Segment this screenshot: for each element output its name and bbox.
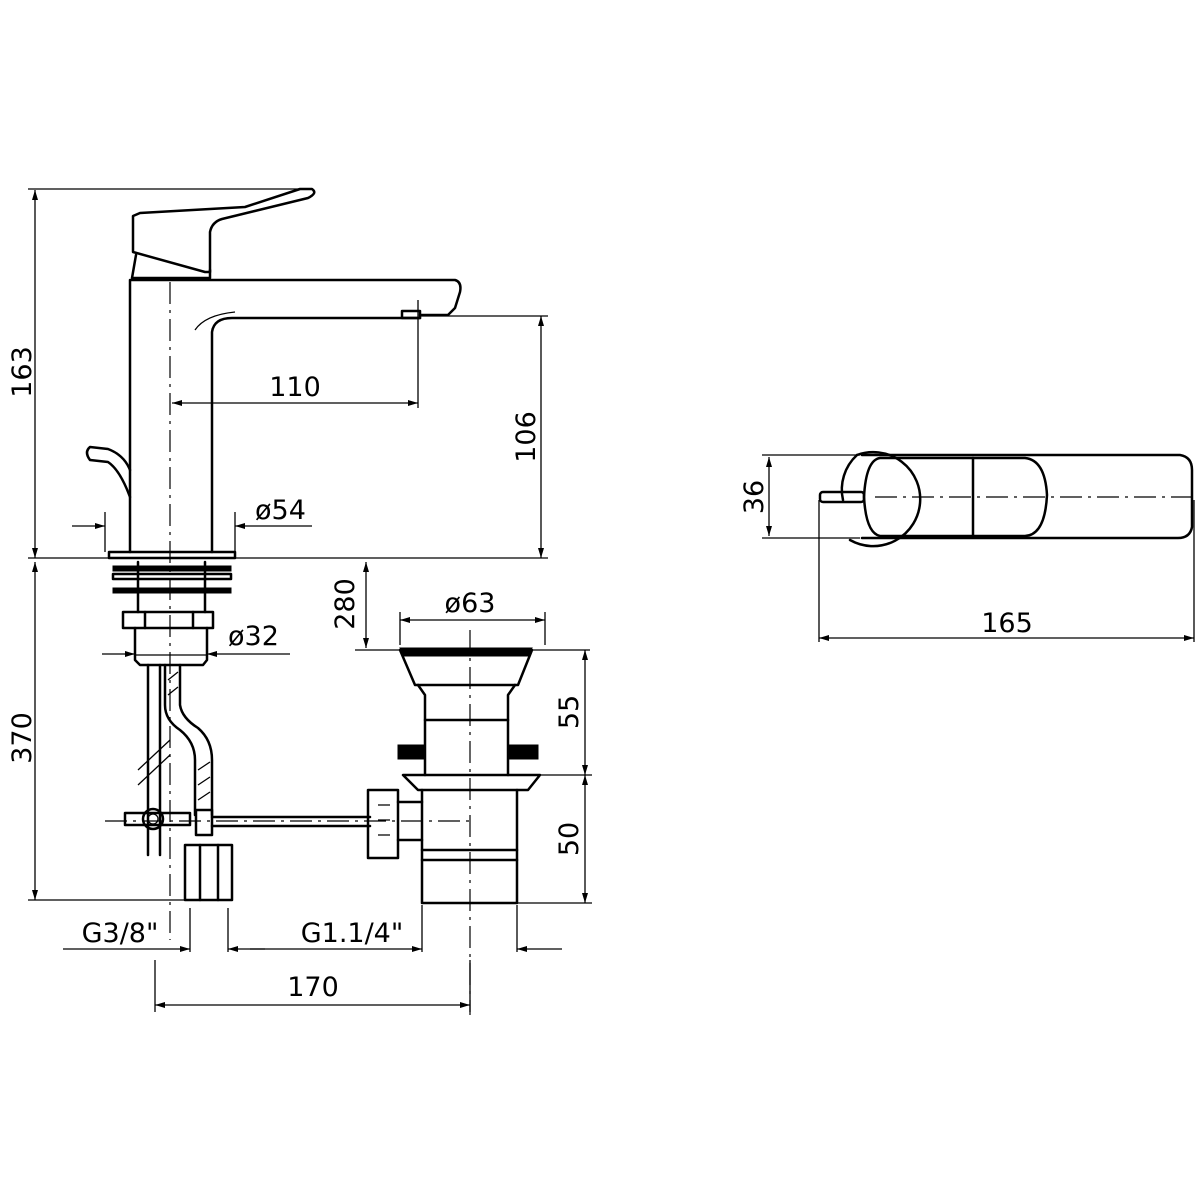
dim-tap-to-waste: 170 [287, 972, 339, 1003]
dim-below-deck-length: 370 [7, 712, 38, 764]
shank [133, 626, 209, 667]
dim-deck-thickness: 280 [330, 578, 361, 630]
dim-waste-thread: G1.1/4" [301, 918, 404, 949]
flexible-hose [163, 663, 214, 817]
dim-base-diameter: ø54 [255, 495, 306, 526]
lever-handle [131, 187, 316, 274]
spout-underside [210, 316, 422, 554]
dim-top-view-length: 165 [981, 608, 1033, 639]
base-plate [107, 550, 237, 560]
supply-nut [183, 843, 234, 902]
waste-valve [366, 630, 542, 1015]
dim-supply-thread: G3/8" [82, 918, 159, 949]
dim-waste-lower-height: 50 [554, 822, 585, 856]
fixing-nut [121, 610, 215, 630]
dim-spout-reach: 110 [269, 372, 321, 403]
waste-outlet-nut [366, 788, 400, 860]
supply-pipe [137, 663, 171, 857]
dim-waste-upper-height: 55 [554, 695, 585, 729]
supply-valve [123, 807, 214, 837]
dim-shank-diameter: ø32 [228, 621, 279, 652]
lever-neck [130, 253, 212, 280]
aerator [400, 309, 422, 320]
popup-rod [85, 445, 132, 499]
washer [112, 587, 232, 594]
faucet-top-view: 36 165 [739, 450, 1195, 642]
dimensions: 163 110 106 ø54 ø32 370 280 ø63 [7, 188, 592, 1012]
washer [112, 565, 232, 572]
faucet-side-view [85, 187, 470, 940]
popup-knob [818, 490, 866, 504]
dim-overall-height: 163 [7, 346, 38, 398]
faucet-body-spout [128, 278, 462, 554]
washer [111, 572, 233, 581]
dim-waste-flange-diameter: ø63 [445, 588, 496, 619]
dim-spout-height: 106 [511, 411, 542, 463]
dim-top-view-width: 36 [739, 480, 770, 514]
